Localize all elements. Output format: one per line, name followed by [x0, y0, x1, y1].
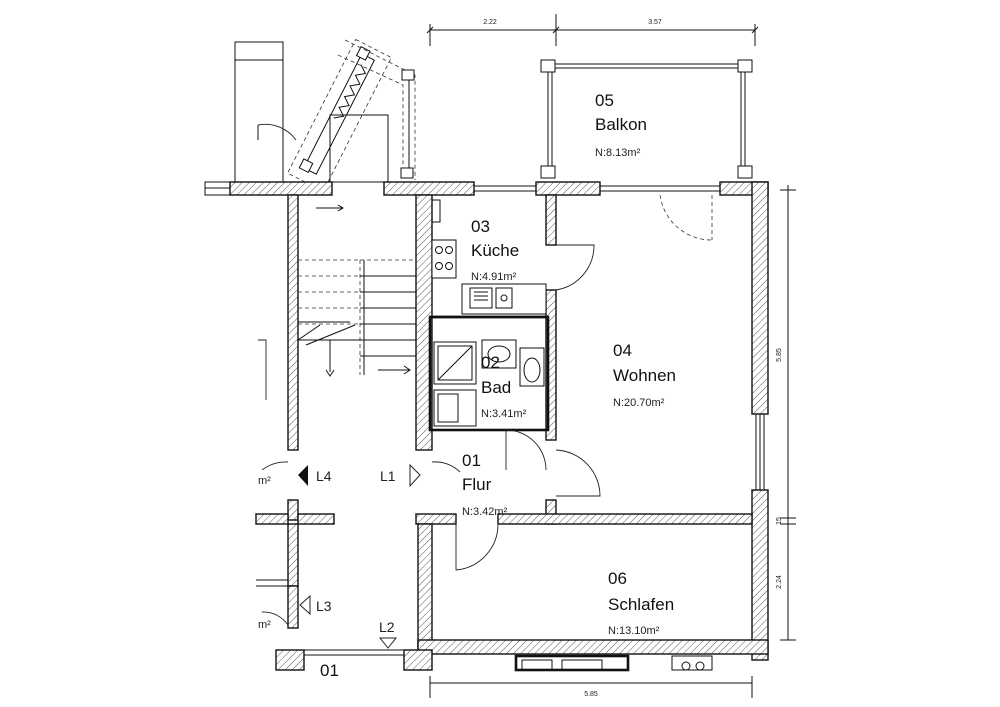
- room-area: N:3.41m²: [481, 408, 527, 420]
- living-door-swing: [555, 449, 601, 497]
- dimension-bottom: 5.85: [584, 691, 598, 698]
- neighbor-area-partial: m²: [258, 619, 271, 631]
- l1-marker-icon: [409, 463, 421, 488]
- marker-l1: L1: [380, 468, 396, 484]
- balcony-structure: [540, 59, 753, 179]
- dimension-right-top: 5.85: [776, 348, 783, 362]
- room-number: 03: [471, 217, 490, 236]
- room-number: 01: [462, 451, 481, 470]
- room-01-label: 01 Flur N:3.42m²: [462, 451, 508, 518]
- room-name: Bad: [481, 378, 511, 397]
- dimension-right-bottom: 2.24: [776, 575, 783, 589]
- dimension-top-left: 2.22: [483, 19, 497, 26]
- room-area: N:8.13m²: [595, 147, 641, 159]
- l3-marker-icon: [299, 594, 311, 616]
- room-number: 02: [481, 353, 500, 372]
- kitchen-door-swing: [555, 244, 595, 291]
- l2-marker-icon: [378, 637, 398, 649]
- room-area: N:3.42m²: [462, 506, 508, 518]
- walls: [204, 181, 769, 671]
- marker-l2: L2: [379, 619, 395, 635]
- balcony-door-swing: [659, 194, 713, 241]
- room-02-label: 02 Bad N:3.41m²: [481, 353, 527, 420]
- kitchen-fixtures: [431, 199, 547, 315]
- room-area: N:4.91m²: [471, 271, 517, 283]
- room-name: Küche: [471, 241, 519, 260]
- room-area: N:13.10m²: [608, 625, 660, 637]
- room-number: 04: [613, 341, 632, 360]
- marker-l4: L4: [316, 468, 332, 484]
- room-name: Balkon: [595, 115, 647, 134]
- dimension-right-mid: 15: [776, 517, 783, 525]
- neighbor-room-number: 01: [320, 661, 339, 680]
- entrance-canopy: [234, 38, 416, 192]
- room-05-label: 05 Balkon N:8.13m²: [595, 91, 647, 159]
- bedroom-door-swing: [455, 523, 499, 571]
- left-door-frame: [258, 339, 267, 400]
- bathroom-fixtures: [433, 339, 545, 427]
- dimension-lines: [426, 14, 796, 698]
- flur-entry-swing: [431, 461, 461, 473]
- room-06-label: 06 Schlafen N:13.10m²: [608, 569, 674, 637]
- bottom-fixtures: [514, 654, 713, 672]
- room-04-label: 04 Wohnen N:20.70m²: [613, 341, 676, 409]
- room-number: 06: [608, 569, 627, 588]
- l4-marker-icon: [298, 465, 308, 486]
- dimension-top-right: 3.57: [648, 19, 662, 26]
- room-name: Schlafen: [608, 595, 674, 614]
- marker-l3: L3: [316, 598, 332, 614]
- room-name: Wohnen: [613, 366, 676, 385]
- bathroom-door-swing: [505, 429, 547, 471]
- room-03-label: 03 Küche N:4.91m²: [471, 217, 519, 283]
- left-door-swing: [261, 461, 289, 471]
- room-number: 05: [595, 91, 614, 110]
- room-name: Flur: [462, 475, 492, 494]
- lower-left-door-swing: [261, 611, 289, 626]
- neighbor-area-partial: m²: [258, 475, 271, 487]
- room-area: N:20.70m²: [613, 397, 665, 409]
- staircase: [297, 204, 416, 377]
- marker-symbols: [298, 463, 421, 649]
